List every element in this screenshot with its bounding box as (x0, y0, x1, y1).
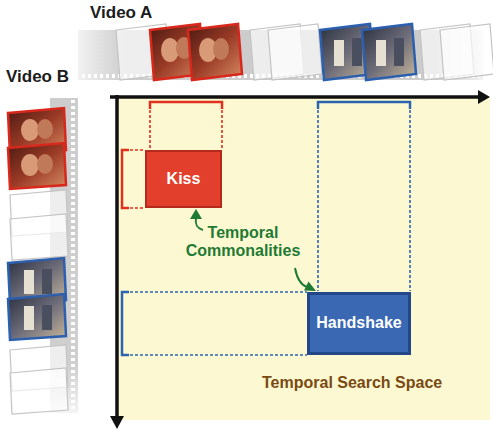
dotted-guide (317, 110, 319, 291)
time-axes (110, 90, 490, 429)
film-perforation (71, 100, 75, 410)
video-frame (10, 214, 68, 260)
region-label: Temporal Search Space (262, 374, 442, 392)
frame-picture (42, 305, 52, 330)
annotation-label: Temporal Commonalities (168, 224, 318, 261)
video-label: Video A (90, 3, 152, 23)
search-space-ground (118, 98, 490, 420)
interval-bracket (150, 102, 222, 109)
frame-picture (21, 119, 39, 141)
frame-picture (394, 38, 404, 66)
video-a-frames (116, 24, 493, 80)
frame-picture (24, 306, 34, 330)
frame-picture (352, 38, 362, 66)
frame-picture (334, 40, 344, 66)
leader-line (295, 268, 307, 287)
axis-arrowhead (478, 90, 490, 104)
leader-arrowhead (190, 209, 202, 219)
event-box: Kiss (145, 150, 222, 208)
video-frame (8, 143, 66, 189)
axis-line (110, 95, 480, 99)
handshake-brackets (122, 102, 410, 355)
dotted-guide (130, 291, 307, 293)
frame-picture (37, 154, 53, 174)
dotted-guide (221, 110, 223, 149)
interval-bracket (318, 102, 410, 109)
box-label: Kiss (167, 170, 201, 188)
kiss-frame (8, 143, 66, 189)
kiss-brackets (122, 102, 222, 208)
video-label: Video B (6, 67, 69, 87)
event-box: Handshake (307, 292, 411, 355)
frame-picture (42, 269, 52, 294)
box-label: Handshake (316, 314, 401, 332)
dotted-guide (130, 354, 307, 356)
video-b-frames (8, 108, 68, 414)
video-frame (188, 24, 242, 80)
frame-picture (376, 40, 386, 66)
video-frame (268, 24, 322, 80)
dotted-guide (130, 149, 144, 151)
dotted-guide (409, 110, 411, 291)
axis-line (115, 95, 119, 418)
dotted-guide (149, 110, 151, 149)
frame-picture (37, 119, 53, 139)
video-frame (362, 24, 416, 80)
frame-picture (21, 154, 39, 176)
axis-arrowhead (110, 416, 124, 429)
leader-line (196, 218, 203, 230)
video-frame (10, 368, 68, 414)
video-frame (440, 24, 493, 80)
leader-arrowhead (304, 282, 316, 292)
interval-bracket (122, 292, 129, 355)
handshake-frame (362, 24, 416, 80)
handshake-frame (8, 294, 66, 340)
kiss-frame (188, 24, 242, 80)
video-frame (8, 294, 66, 340)
frame-picture (213, 38, 229, 60)
interval-bracket (122, 150, 129, 208)
frame-picture (24, 270, 34, 294)
dotted-guide (130, 207, 144, 209)
